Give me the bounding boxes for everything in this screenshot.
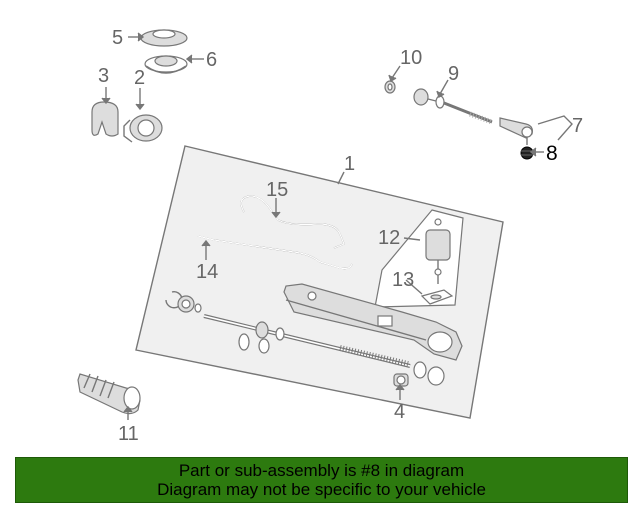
part-8-nut — [520, 146, 534, 160]
part-10-washer — [384, 80, 396, 94]
part-13-gasket — [420, 289, 454, 305]
seals — [165, 291, 445, 386]
callout-10: 10 — [400, 47, 422, 69]
part-7-tie-rod-end — [499, 117, 533, 145]
part-5-mount-plate — [140, 29, 188, 47]
rack-rod — [203, 314, 411, 368]
part-11-boot — [77, 373, 141, 415]
callout-13: 13 — [392, 269, 414, 291]
callout-4: 4 — [394, 401, 405, 423]
callout-5: 5 — [112, 27, 123, 49]
assembly-board — [135, 145, 504, 419]
rack-housing — [283, 283, 463, 361]
part-6-bushing — [144, 55, 188, 74]
part-12-valve — [425, 218, 451, 284]
part-14-pipe — [197, 235, 353, 270]
part-9-tie-rod — [413, 88, 493, 125]
parts-diagram: 5 6 3 2 10 9 7 8 1 15 12 14 13 4 11 — [77, 27, 583, 445]
part-2-bushing — [123, 114, 163, 143]
part-3-bracket — [91, 101, 119, 137]
callout-9: 9 — [448, 63, 459, 85]
callout-3: 3 — [98, 65, 109, 87]
callout-7: 7 — [572, 115, 583, 137]
leader-lines — [101, 32, 573, 420]
callout-15: 15 — [266, 179, 288, 201]
callout-6: 6 — [206, 49, 217, 71]
part-4-bushing — [393, 373, 409, 387]
callout-1: 1 — [344, 153, 355, 175]
callout-14: 14 — [196, 261, 218, 283]
part-15-pipe — [240, 195, 345, 249]
banner-line-2: Diagram may not be specific to your vehi… — [157, 480, 486, 499]
callout-2: 2 — [134, 67, 145, 89]
banner-line-1: Part or sub-assembly is #8 in diagram — [178, 461, 465, 480]
callout-11: 11 — [118, 423, 139, 445]
callout-8: 8 — [546, 142, 558, 165]
info-banner: Part or sub-assembly is #8 in diagram Di… — [15, 457, 628, 503]
callout-12: 12 — [378, 227, 400, 249]
